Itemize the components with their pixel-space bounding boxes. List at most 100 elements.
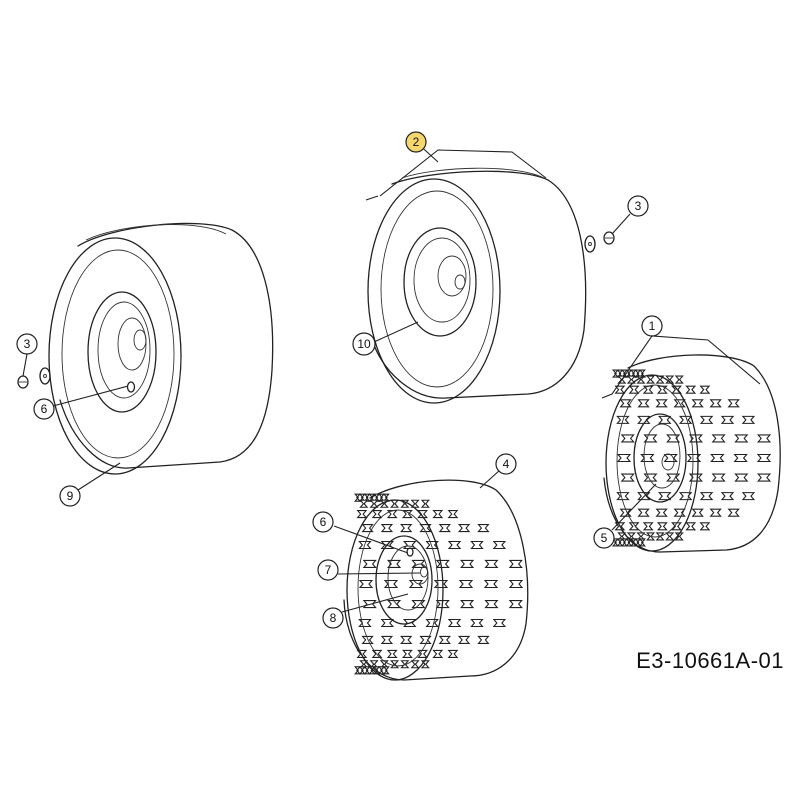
callout-6-left-label: 6: [41, 402, 48, 416]
callout-3-right: 3: [627, 195, 649, 217]
tread-block: [709, 508, 722, 517]
tread-block: [458, 579, 474, 589]
tread-block: [358, 618, 372, 628]
tread-block: [483, 579, 499, 589]
tread-block: [638, 538, 646, 547]
tread-block: [711, 473, 726, 482]
tread-block: [386, 510, 398, 519]
tread-block: [691, 399, 704, 408]
tread-block: [655, 399, 668, 408]
tread-block: [447, 540, 462, 550]
tread-block: [626, 375, 636, 384]
leader-6a: [52, 385, 129, 407]
tread-block: [691, 508, 704, 517]
tread-block: [663, 453, 678, 463]
tread-block: [616, 492, 630, 501]
tread-block: [383, 579, 399, 589]
tread-block: [408, 579, 424, 589]
tread-block: [420, 660, 430, 669]
tread-block: [671, 522, 682, 531]
tread-block: [400, 524, 413, 533]
treaded-tire-front: [343, 479, 529, 681]
tread-block: [720, 492, 735, 501]
tread-block: [616, 538, 624, 547]
tread-block: [685, 522, 697, 531]
bolt-left: [17, 375, 29, 389]
tread-block: [435, 559, 450, 569]
tread-block: [358, 579, 374, 589]
tread-block: [353, 666, 362, 675]
tread-block: [470, 618, 484, 628]
tread-block: [620, 473, 635, 482]
callout-4-label: 4: [503, 457, 510, 471]
tread-block: [710, 453, 725, 463]
tread-block: [369, 499, 379, 508]
leader-7: [337, 572, 421, 575]
tread-block: [457, 635, 471, 644]
tread-block: [457, 524, 471, 533]
tread-block: [371, 510, 383, 519]
tread-block: [637, 508, 650, 517]
callout-3-left: 3: [16, 333, 38, 355]
washer-right-top: [584, 235, 596, 253]
tread-block: [756, 473, 772, 482]
tread-block: [386, 649, 398, 658]
tread-block: [353, 493, 362, 502]
tread-block: [656, 385, 668, 394]
callout-9: 9: [59, 485, 81, 507]
tread-block: [390, 499, 400, 508]
tread-block: [711, 434, 726, 443]
tread-block: [425, 618, 439, 628]
smooth-tire-left: [48, 222, 274, 475]
tread-block: [390, 660, 400, 669]
leader-3a: [22, 353, 28, 377]
tread-block: [410, 499, 420, 508]
tread-block: [361, 635, 374, 644]
tread-block: [666, 473, 681, 482]
tread-block: [688, 473, 703, 482]
tread-block: [727, 399, 740, 408]
valve-stem-front: [406, 547, 414, 557]
tread-block: [727, 508, 740, 517]
tread-block: [638, 369, 646, 378]
callout-2: 2: [405, 131, 427, 153]
tread-block: [358, 666, 366, 675]
callout-6-front-label: 6: [320, 515, 327, 529]
callout-3-right-label: 3: [635, 199, 642, 213]
tread-block: [460, 599, 475, 609]
tread-block: [699, 522, 711, 531]
callout-6-left: 6: [33, 398, 55, 420]
tread-block: [411, 599, 426, 609]
tread-block: [361, 524, 374, 533]
tread-block: [665, 532, 675, 541]
callout-1-bracket: [601, 326, 761, 399]
leader-5: [611, 483, 657, 531]
tread-block: [356, 510, 368, 519]
smooth-tire-center: [367, 167, 587, 404]
tread-block: [401, 649, 413, 658]
tread-block: [620, 434, 635, 443]
tread-block: [380, 618, 395, 628]
leader-9: [77, 462, 121, 491]
drawing-id-label: E3-10661A-01: [636, 648, 784, 673]
leader-8: [341, 593, 409, 613]
tread-block: [447, 618, 462, 628]
washer-left: [39, 367, 51, 385]
tread-block: [699, 385, 711, 394]
tread-block: [492, 540, 507, 550]
tread-block: [640, 453, 655, 463]
tread-block: [658, 415, 672, 424]
leader-4: [479, 469, 501, 489]
tread-block: [741, 492, 756, 501]
tread-block: [401, 510, 413, 519]
tread-block: [674, 375, 684, 384]
tread-block: [492, 618, 507, 628]
tread-block: [420, 499, 430, 508]
tread-block: [720, 415, 735, 424]
tread-block: [686, 453, 702, 463]
tread-block: [756, 434, 772, 443]
tread-block: [382, 666, 390, 675]
callout-7: 7: [317, 559, 339, 581]
tread-block: [637, 415, 651, 424]
tread-block: [634, 538, 642, 547]
